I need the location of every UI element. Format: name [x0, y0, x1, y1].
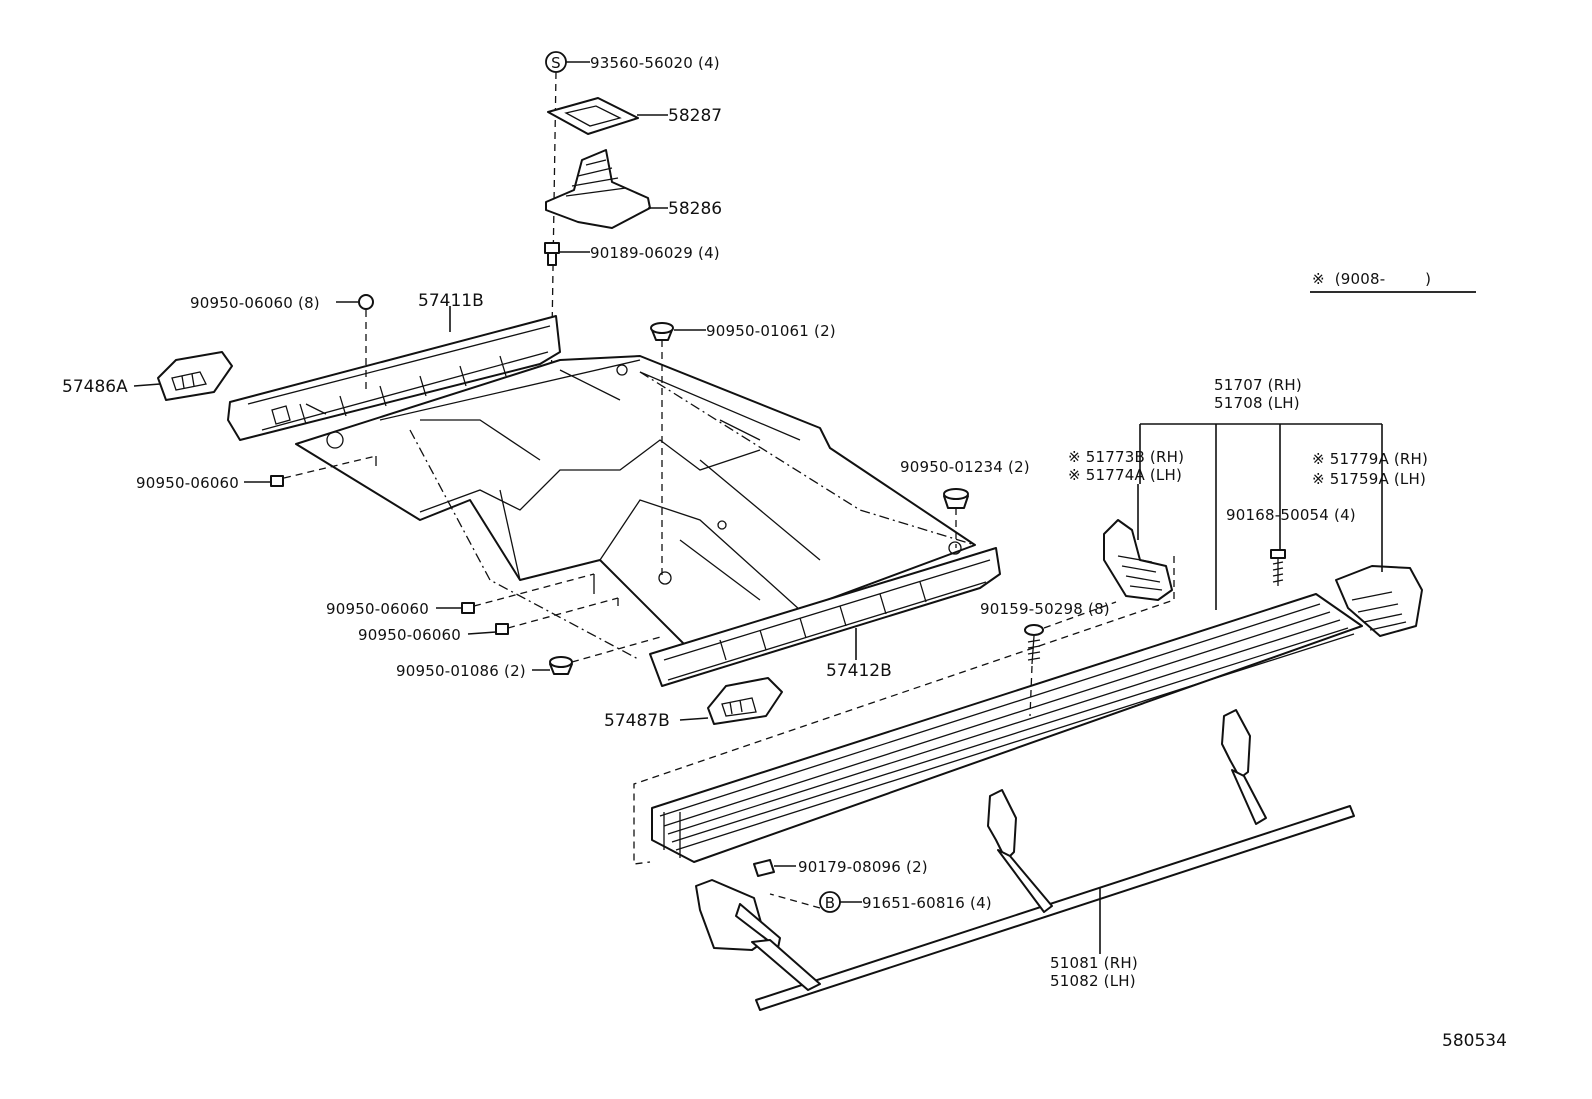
label-93560-56020: 93560-56020 (4) [590, 54, 720, 72]
shift-boot-assembly: S [544, 51, 668, 466]
label-90950-01086: 90950-01086 (2) [396, 662, 526, 680]
label-90189-06029: 90189-06029 (4) [590, 244, 720, 262]
bolt-90159 [1024, 601, 1117, 717]
label-90950-01061: 90950-01061 (2) [706, 322, 836, 340]
cover-57487b [707, 677, 783, 725]
label-90950-06060-8: 90950-06060 (8) [190, 294, 320, 312]
label-91651-60816: 91651-60816 (4) [862, 894, 992, 912]
label-57486a: 57486A [62, 377, 128, 397]
b-badge: B [769, 891, 862, 913]
label-90159-50298: 90159-50298 (8) [980, 600, 1110, 618]
bolt-90189 [544, 242, 560, 266]
grommet-90950-01086 [532, 635, 665, 675]
clip-90950-06060-a [244, 455, 377, 487]
label-90950-01234: 90950-01234 (2) [900, 458, 1030, 476]
shift-boot-58286 [545, 149, 651, 229]
rail-57412b [649, 547, 1001, 687]
grommet-90950-01061 [650, 322, 706, 578]
label-51082: 51082 (LH) [1050, 972, 1136, 990]
label-51081: 51081 (RH) [1050, 954, 1138, 972]
label-51759a: ※ 51759A (LH) [1312, 470, 1426, 488]
label-57411b: 57411B [418, 291, 484, 311]
label-51773b: ※ 51773B (RH) [1068, 448, 1184, 466]
label-51707: 51707 (RH) [1214, 376, 1302, 394]
b-badge-letter: B [825, 894, 836, 912]
label-51774a: ※ 51774A (LH) [1068, 466, 1182, 484]
label-90950-06060-c: 90950-06060 [358, 626, 461, 644]
diagram-id: 580534 [1442, 1031, 1507, 1051]
label-90950-06060-a: 90950-06060 [136, 474, 239, 492]
support-bracket-51081 [695, 709, 1355, 1011]
running-board [651, 593, 1363, 863]
end-cap-51773b [1103, 519, 1173, 601]
nut-90179 [753, 859, 796, 877]
clip-90950-06060-b [436, 573, 595, 614]
rail-57411b [227, 315, 561, 441]
grommet-90950-01234 [943, 488, 969, 548]
s-badge-letter: S [551, 54, 561, 72]
label-90168-50054: 90168-50054 (4) [1226, 506, 1356, 524]
clip-90950-06060-c [467, 597, 619, 635]
label-90950-06060-b: 90950-06060 [326, 600, 429, 618]
label-57487b: 57487B [604, 711, 670, 731]
end-cap-51779a [1335, 565, 1423, 637]
screw-90168 [1270, 424, 1286, 586]
label-51779a: ※ 51779A (RH) [1312, 450, 1428, 468]
label-51708: 51708 (LH) [1214, 394, 1300, 412]
model-note: ※ (9008- ) [1312, 270, 1431, 288]
label-90179-08096: 90179-08096 (2) [798, 858, 928, 876]
label-58286: 58286 [668, 199, 722, 219]
label-57412b: 57412B [826, 661, 892, 681]
label-58287: 58287 [668, 106, 722, 126]
cover-57486a [157, 351, 233, 401]
boot-retainer-58287 [547, 97, 639, 135]
clip-90950-06060-8 [336, 294, 374, 392]
